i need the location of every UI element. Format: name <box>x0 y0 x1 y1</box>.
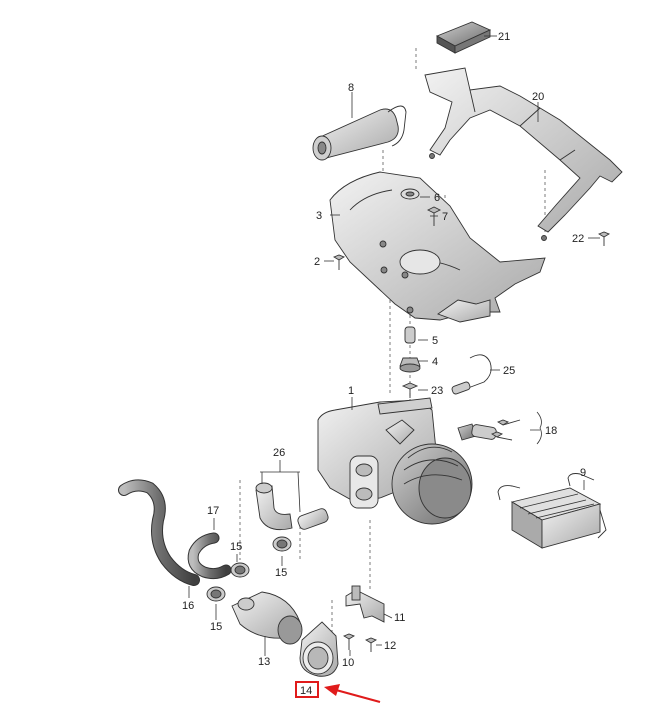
callout-4: 4 <box>432 356 438 368</box>
heat-exchanger-part <box>497 473 607 549</box>
callout-21: 21 <box>498 31 510 43</box>
red-arrow <box>335 688 381 704</box>
callout-14: 14 <box>300 685 312 697</box>
callout-10: 10 <box>342 657 354 669</box>
coolant-hose-16 <box>118 479 200 586</box>
pump-holder-ring-part <box>299 621 339 677</box>
callout-labels: 21 20 8 3 2 6 7 22 5 4 23 25 1 18 9 26 1… <box>182 31 586 669</box>
coolant-elbow-part <box>255 482 329 531</box>
highlight-box <box>295 681 319 698</box>
callout-5: 5 <box>432 335 438 347</box>
callout-13: 13 <box>258 656 270 668</box>
callout-11: 11 <box>394 612 405 624</box>
highlighted-callout-14: 14 <box>295 681 381 704</box>
callout-15-lower: 15 <box>210 621 222 633</box>
callout-12: 12 <box>384 640 396 652</box>
heater-unit-part <box>317 397 473 525</box>
bracket-11-part <box>345 585 385 623</box>
heat-shield-part <box>329 171 546 323</box>
callout-15-upper: 15 <box>230 541 242 553</box>
callout-15-right: 15 <box>275 567 287 579</box>
callout-6: 6 <box>434 192 440 204</box>
callout-23: 23 <box>431 385 443 397</box>
leader-lines <box>188 35 600 656</box>
coolant-hose-17 <box>187 532 232 580</box>
sensor-cable-part <box>451 354 492 395</box>
callout-17: 17 <box>207 505 219 517</box>
callout-2: 2 <box>314 256 320 268</box>
mounting-bracket-part <box>424 67 623 241</box>
hose-clamps <box>206 536 292 602</box>
temperature-sensor-part <box>457 419 521 441</box>
callout-22: 22 <box>572 233 584 245</box>
callout-18: 18 <box>545 425 557 437</box>
callout-7: 7 <box>442 211 448 223</box>
callout-1: 1 <box>348 385 354 397</box>
callout-9: 9 <box>580 467 586 479</box>
small-hardware <box>332 188 611 398</box>
screws-10-12 <box>342 633 378 652</box>
red-arrow-head <box>324 684 340 696</box>
callout-8: 8 <box>348 82 354 94</box>
circulation-pump-part <box>231 591 303 645</box>
callout-25: 25 <box>503 365 515 377</box>
callout-20: 20 <box>532 91 544 103</box>
muffler-part <box>312 105 407 161</box>
callout-16: 16 <box>182 600 194 612</box>
callout-3: 3 <box>316 210 322 222</box>
filter-pad-part <box>435 21 492 54</box>
callout-26: 26 <box>273 447 285 459</box>
